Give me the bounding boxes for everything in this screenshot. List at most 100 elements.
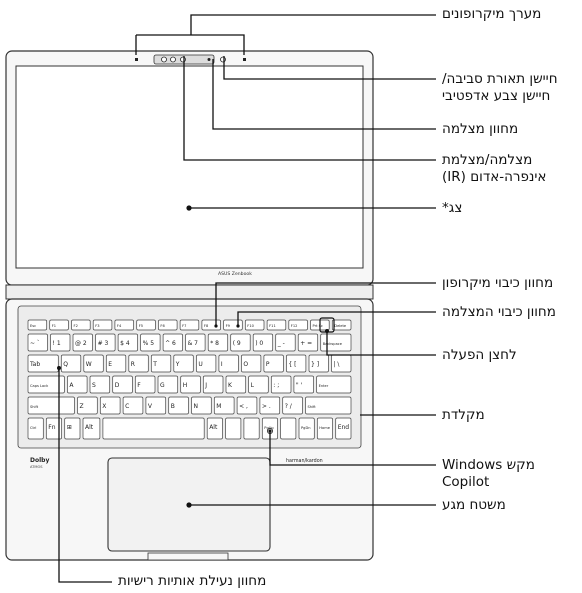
key-row3-12[interactable]: Enter: [316, 375, 352, 394]
key-fn_row-5[interactable]: F5: [136, 319, 156, 331]
key-label: ? /: [285, 403, 293, 410]
label-caps-lock: מחוון נעילת אותיות רישיות: [118, 573, 266, 590]
leader-camera: [183, 56, 436, 161]
key-fn_row-0[interactable]: Esc: [27, 319, 48, 331]
key-row4-5[interactable]: B: [168, 396, 189, 415]
key-row1-6[interactable]: ^ 6: [162, 333, 183, 352]
key-fn_row-4[interactable]: F4: [114, 319, 134, 331]
key-row2-8[interactable]: I: [218, 354, 239, 373]
key-fn_row-7[interactable]: F7: [179, 319, 200, 331]
key-row2-6[interactable]: Y: [173, 354, 194, 373]
key-row4-0[interactable]: Shift: [27, 396, 75, 415]
key-row4-10[interactable]: ? /: [282, 396, 303, 415]
ambient-light-sensor: [220, 56, 226, 63]
key-row4-4[interactable]: V: [145, 396, 167, 415]
key-row1-3[interactable]: # 3: [95, 333, 116, 352]
leader-camera-indicator: [212, 59, 436, 130]
key-fn_row-8[interactable]: F8: [201, 319, 221, 331]
key-row3-8[interactable]: K: [225, 375, 247, 394]
key-row1-11[interactable]: _ -: [275, 333, 296, 352]
brand-label: ASUS Zenbook: [218, 271, 252, 277]
key-row3-11[interactable]: " ': [293, 375, 314, 394]
key-row5-10[interactable]: PgDn: [298, 417, 315, 440]
key-row1-4[interactable]: $ 4: [117, 333, 138, 352]
key-row5-7[interactable]: [243, 417, 260, 440]
key-row4-2[interactable]: X: [99, 396, 121, 415]
key-row4-6[interactable]: N: [191, 396, 212, 415]
key-fn_row-9[interactable]: F9: [223, 319, 243, 331]
key-row2-1[interactable]: Q: [60, 354, 82, 373]
key-label: A: [69, 382, 74, 389]
key-row1-10[interactable]: ) 0: [252, 333, 274, 352]
key-row2-5[interactable]: T: [150, 354, 172, 373]
key-row4-1[interactable]: Z: [77, 396, 98, 415]
key-row5-0[interactable]: Ctrl: [27, 417, 44, 440]
key-label: ( 9: [233, 340, 241, 347]
key-row2-0[interactable]: Tab: [27, 354, 59, 373]
key-row3-0[interactable]: Caps Lock: [27, 375, 65, 394]
key-row5-5[interactable]: Alt: [206, 417, 223, 440]
key-row1-9[interactable]: ( 9: [230, 333, 251, 352]
key-row3-3[interactable]: D: [112, 375, 133, 394]
key-row3-6[interactable]: H: [180, 375, 201, 394]
key-row2-2[interactable]: W: [83, 354, 104, 373]
key-row4-11[interactable]: Shift: [305, 396, 352, 415]
label-mic-array: מערך מיקרופונים: [442, 6, 541, 23]
key-fn_row-2[interactable]: F2: [71, 319, 91, 331]
key-row5-3[interactable]: Alt: [82, 417, 101, 440]
key-row4-3[interactable]: C: [122, 396, 144, 415]
key-fn_row-1[interactable]: F1: [49, 319, 69, 331]
key-row5-1[interactable]: Fn: [45, 417, 62, 440]
key-row2-13[interactable]: | \: [331, 354, 352, 373]
key-label: @ 2: [75, 340, 87, 347]
key-row5-9[interactable]: [280, 417, 297, 440]
key-row3-5[interactable]: G: [157, 375, 179, 394]
key-row2-3[interactable]: E: [105, 354, 127, 373]
key-row5-6[interactable]: [225, 417, 242, 440]
key-fn_row-10[interactable]: F10: [244, 319, 265, 331]
key-row4-8[interactable]: < ,: [236, 396, 258, 415]
key-label: F4: [117, 324, 122, 328]
key-row3-7[interactable]: J: [202, 375, 224, 394]
key-label: PgUp: [264, 426, 274, 430]
key-row1-2[interactable]: @ 2: [72, 333, 93, 352]
key-row5-12[interactable]: End: [335, 417, 352, 440]
key-label: M: [216, 403, 221, 410]
key-label: F7: [182, 324, 186, 328]
key-row2-11[interactable]: { [: [286, 354, 307, 373]
key-fn_row-3[interactable]: F3: [92, 319, 113, 331]
key-label: Shift: [308, 405, 317, 409]
key-row1-1[interactable]: ! 1: [50, 333, 71, 352]
key-row3-9[interactable]: L: [248, 375, 269, 394]
key-label: F5: [139, 324, 143, 328]
key-row3-2[interactable]: S: [89, 375, 111, 394]
key-row2-7[interactable]: U: [196, 354, 217, 373]
key-row3-10[interactable]: : ;: [270, 375, 292, 394]
key-row5-2[interactable]: ⊞: [64, 417, 81, 440]
key-row2-4[interactable]: R: [128, 354, 149, 373]
label-camera-off-text: מחוון כיבוי המצלמה: [442, 304, 556, 320]
key-row1-7[interactable]: & 7: [185, 333, 206, 352]
key-label: ⊞: [67, 424, 72, 431]
key-row1-5[interactable]: % 5: [140, 333, 161, 352]
key-fn_row-14[interactable]: Delete: [331, 319, 352, 331]
key-label: Ctrl: [30, 426, 36, 430]
key-label: F: [137, 382, 141, 389]
key-fn_row-6[interactable]: F6: [158, 319, 178, 331]
key-row1-12[interactable]: + =: [297, 333, 319, 352]
key-label: Fn: [48, 424, 55, 431]
key-row5-11[interactable]: Home: [316, 417, 333, 440]
key-row4-9[interactable]: > .: [259, 396, 281, 415]
key-row2-9[interactable]: O: [241, 354, 262, 373]
key-row2-12[interactable]: } ]: [308, 354, 329, 373]
key-row5-4[interactable]: [102, 417, 205, 440]
key-row4-7[interactable]: M: [213, 396, 235, 415]
key-row1-0[interactable]: ~ `: [27, 333, 48, 352]
key-row3-4[interactable]: F: [134, 375, 156, 394]
key-row1-13[interactable]: Backspace: [320, 333, 352, 352]
key-fn_row-12[interactable]: F12: [288, 319, 308, 331]
key-row1-8[interactable]: * 8: [207, 333, 229, 352]
key-fn_row-11[interactable]: F11: [266, 319, 287, 331]
key-row2-10[interactable]: P: [263, 354, 284, 373]
key-row3-1[interactable]: A: [67, 375, 88, 394]
